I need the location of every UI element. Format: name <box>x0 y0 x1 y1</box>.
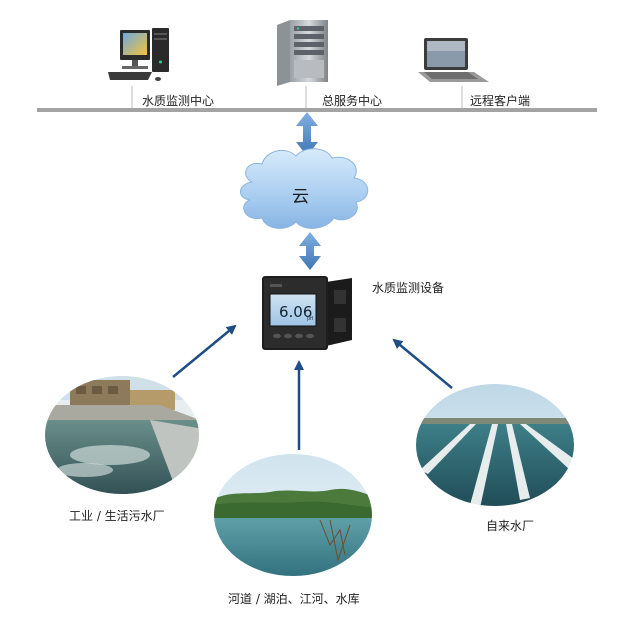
label-service-center: 总服务中心 <box>322 94 383 108</box>
waterworks-photo <box>415 383 575 507</box>
double-arrow-top <box>296 112 318 156</box>
network-bus-line <box>37 108 597 112</box>
arrow-waterworks-to-device <box>392 338 453 389</box>
device-display-value: 6.06 <box>279 303 313 321</box>
monitoring-device <box>262 276 352 350</box>
double-arrow-bottom <box>299 232 321 270</box>
cloud-shape <box>240 148 369 229</box>
device-display-unit: pH <box>307 316 314 322</box>
laptop-icon <box>418 38 489 82</box>
label-monitoring-center: 水质监测中心 <box>142 94 215 108</box>
server-tower-icon <box>277 20 328 86</box>
label-river-lake: 河道 / 湖泊、江河、水库 <box>228 592 360 606</box>
industrial-plant-photo <box>44 375 200 495</box>
cloud-label: 云 <box>292 187 309 207</box>
label-industrial-plant: 工业 / 生活污水厂 <box>69 509 165 523</box>
label-device: 水质监测设备 <box>372 281 445 295</box>
river-lake-photo <box>213 453 373 577</box>
label-waterworks: 自来水厂 <box>486 519 535 533</box>
label-remote-client: 远程客户端 <box>470 94 531 108</box>
arrow-industrial-to-device <box>172 324 237 378</box>
desktop-computer-icon <box>108 28 169 81</box>
device-buttons <box>273 333 314 339</box>
device-lcd-screen <box>269 293 317 327</box>
